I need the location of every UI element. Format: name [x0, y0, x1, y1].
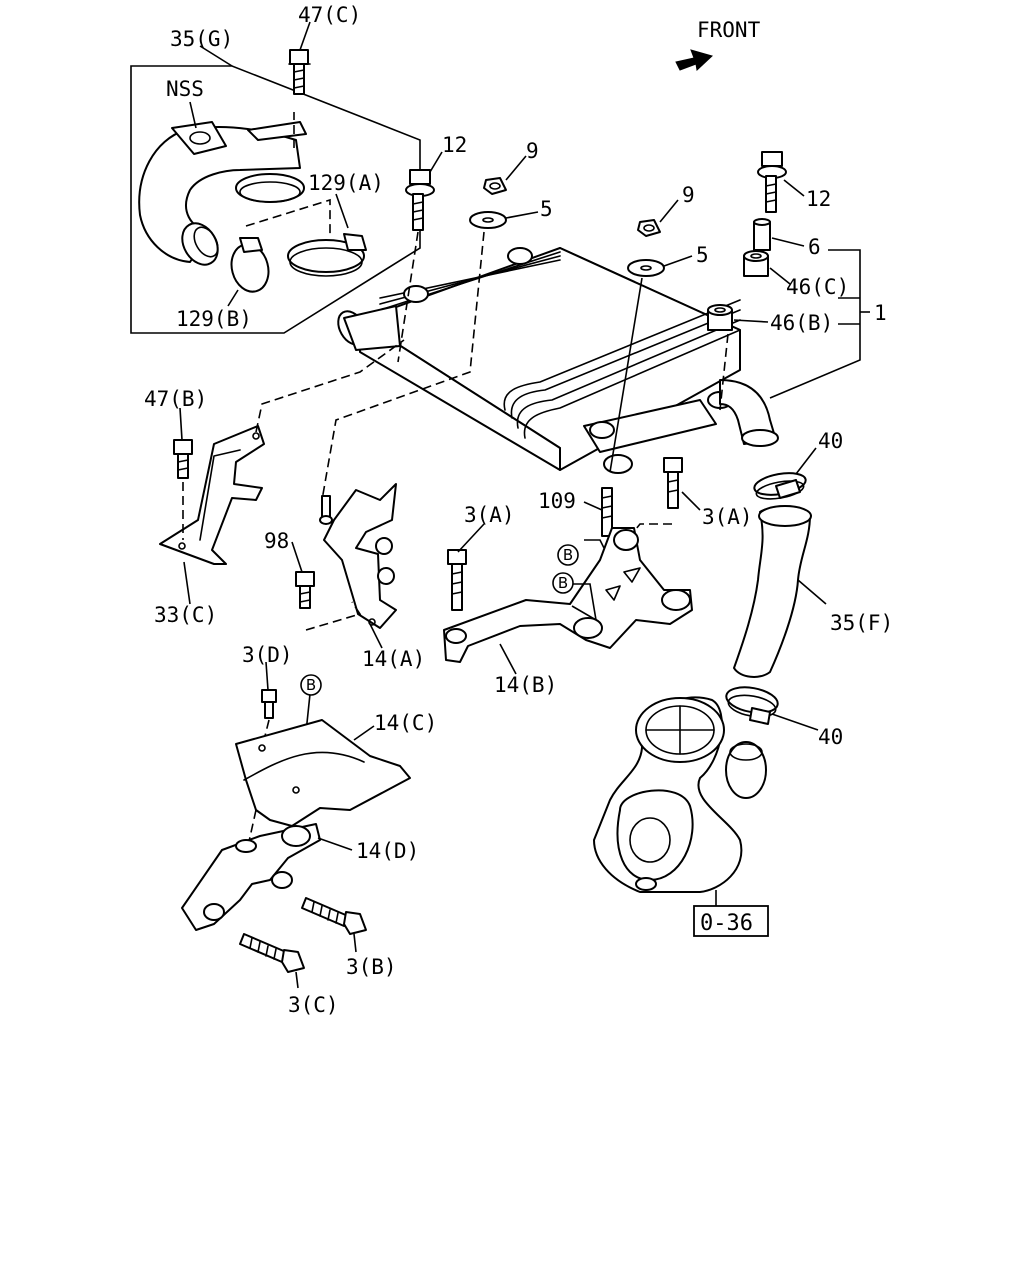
- bolt-47c: [288, 49, 311, 95]
- label-129b: 129(B): [176, 307, 252, 331]
- label-46c: 46(C): [786, 275, 849, 299]
- washer-5-right: [627, 259, 665, 277]
- front-label: FRONT: [697, 18, 761, 42]
- intercooler-core: [337, 247, 779, 474]
- label-3c: 3(C): [288, 993, 339, 1017]
- label-33c: 33(C): [154, 603, 217, 627]
- bracket-14c: [235, 719, 411, 827]
- label-35f: 35(F): [830, 611, 893, 635]
- label-3a-left: 3(A): [464, 503, 515, 527]
- bolt-47b: [173, 439, 193, 479]
- front-arrow-icon: [675, 49, 713, 72]
- label-5-left: 5: [540, 197, 553, 221]
- bolt-98: [295, 571, 315, 609]
- nut-9-left: [483, 177, 507, 195]
- label-47c: 47(C): [298, 3, 361, 27]
- label-nss: NSS: [166, 77, 204, 101]
- bracket-33c: [159, 425, 265, 565]
- turbocharger: [593, 696, 767, 893]
- bolt-12-left: [405, 169, 435, 231]
- bolt-3c: [239, 933, 305, 973]
- inset-box-35g: [130, 65, 421, 334]
- label-12-right: 12: [806, 187, 831, 211]
- label-9-left: 9: [526, 139, 539, 163]
- washer-5-left: [469, 211, 507, 229]
- svg-text:B: B: [563, 546, 573, 564]
- label-109: 109: [538, 489, 576, 513]
- label-40-bottom: 40: [818, 725, 843, 749]
- reference-box-0-36: 0-36: [693, 905, 769, 937]
- svg-text:B: B: [306, 676, 316, 694]
- label-35g: 35(G): [170, 27, 233, 51]
- callout-labels: 35(G) 47(C) NSS 129(A) 129(B) 12 9 5 9 5…: [144, 3, 893, 1017]
- label-46b: 46(B): [770, 311, 833, 335]
- grommet-46c: [743, 250, 769, 277]
- label-129a: 129(A): [308, 171, 384, 195]
- bolt-3a-right: [663, 457, 683, 509]
- nss-flange: [171, 121, 227, 155]
- bracket-14b: [443, 527, 693, 663]
- label-47b: 47(B): [144, 387, 207, 411]
- label-14d: 14(D): [356, 839, 419, 863]
- bracket-14d: [181, 823, 321, 931]
- label-6: 6: [808, 235, 821, 259]
- label-98: 98: [264, 529, 289, 553]
- label-5-right: 5: [696, 243, 709, 267]
- hose-35f: [733, 505, 812, 678]
- marker-b-1: B: [557, 544, 579, 566]
- label-3d: 3(D): [242, 643, 293, 667]
- clamp-40-top: [753, 472, 807, 500]
- svg-text:B: B: [558, 574, 568, 592]
- bolt-3b: [301, 897, 367, 935]
- grommet-46b: [707, 304, 733, 331]
- label-9-right: 9: [682, 183, 695, 207]
- reference-box-label: 0-36: [700, 911, 753, 936]
- front-indicator: FRONT: [675, 18, 761, 72]
- leader-lines: [179, 21, 827, 989]
- clamp-40-bottom: [725, 686, 779, 725]
- marker-b-2: B: [552, 572, 574, 594]
- stud-left: [319, 495, 333, 525]
- bolt-3a-left: [447, 549, 467, 611]
- label-14b: 14(B): [494, 673, 557, 697]
- bracket-14a: [323, 483, 397, 629]
- bolt-12-right: [757, 151, 787, 213]
- label-40-top: 40: [818, 429, 843, 453]
- label-1: 1: [874, 301, 887, 325]
- label-14c: 14(C): [374, 711, 437, 735]
- label-3a-right: 3(A): [702, 505, 753, 529]
- label-12-left: 12: [442, 133, 467, 157]
- stud-109: [601, 487, 613, 537]
- label-14a: 14(A): [362, 647, 425, 671]
- label-3b: 3(B): [346, 955, 397, 979]
- clamp-129a: [287, 239, 365, 273]
- marker-b-3: B: [300, 674, 322, 696]
- bolt-3d: [261, 689, 277, 719]
- nut-9-right: [637, 219, 661, 237]
- collar-6: [753, 218, 771, 251]
